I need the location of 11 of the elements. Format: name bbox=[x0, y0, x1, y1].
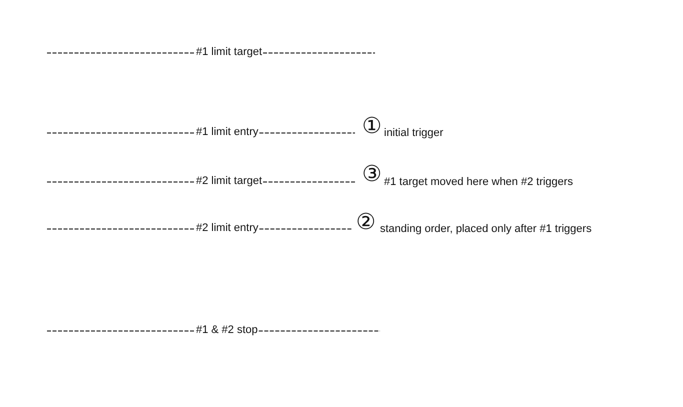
note-text: #1 target moved here when #2 triggers bbox=[384, 175, 573, 189]
price-level-label: #2 limit target bbox=[196, 174, 262, 188]
price-level-label: #2 limit entry bbox=[196, 221, 258, 235]
step-number: ③ bbox=[362, 163, 382, 187]
step-number: ② bbox=[356, 211, 376, 235]
note-text: initial trigger bbox=[384, 126, 444, 140]
step-number: ① bbox=[362, 115, 382, 139]
price-level-label: #1 limit target bbox=[196, 45, 262, 59]
price-level-label: #1 limit entry bbox=[196, 125, 258, 139]
price-level-label: #1 & #2 stop bbox=[196, 323, 258, 337]
note-text: standing order, placed only after #1 triggers bbox=[380, 222, 592, 236]
